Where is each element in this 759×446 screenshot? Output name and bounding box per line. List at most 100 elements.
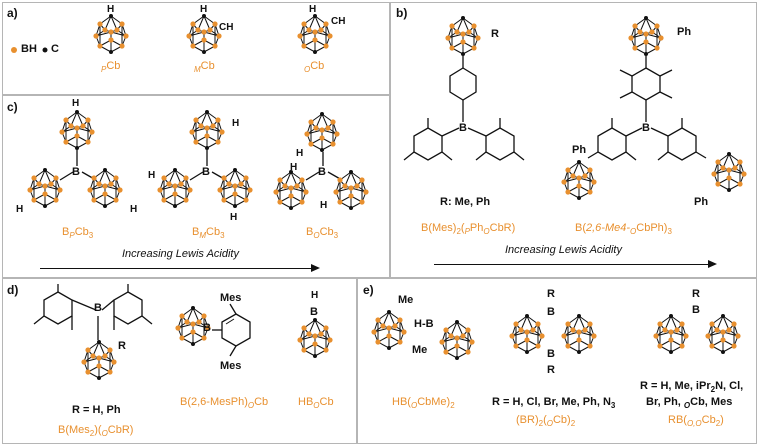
e-br-b-bottom: B xyxy=(547,348,555,360)
legend-c-dot xyxy=(42,47,48,53)
c-bp-right-h: H xyxy=(130,204,138,215)
c-bp-left-h: H xyxy=(16,204,24,215)
panel-a xyxy=(2,2,390,95)
b-right-ph-right: Ph xyxy=(694,196,709,208)
b-left-r: R xyxy=(491,28,499,40)
c-arrow-label: Increasing Lewis Acidity xyxy=(122,248,239,260)
ocb-name: OCb xyxy=(304,60,325,75)
panel-e xyxy=(357,278,757,444)
d-mesph-name: B(2,6-MesPh)OCb xyxy=(180,396,269,411)
d-hb-cage xyxy=(297,318,333,358)
c-bm-top-cage xyxy=(189,110,225,150)
d-mes-bottom: Mes xyxy=(220,360,242,372)
d-mes-top: Mes xyxy=(220,292,242,304)
c-bo-name: BOCb3 xyxy=(306,226,339,241)
b-right-structure xyxy=(587,56,707,161)
d-bmes2-boron: B xyxy=(94,302,102,314)
e-rb-caption-line1: R = H, Me, iPr2N, Cl, xyxy=(640,380,744,395)
c-bm-top-h: H xyxy=(232,118,240,129)
c-bp-top-cage xyxy=(59,110,95,150)
panel-d-label: d) xyxy=(7,283,19,297)
b-left-structure xyxy=(403,56,525,161)
c-bm-right-h: H xyxy=(230,212,238,223)
d-hb-h: H xyxy=(311,290,319,301)
e-br-name: (BR)2(OCb)2 xyxy=(516,414,576,429)
b-arrow-label: Increasing Lewis Acidity xyxy=(505,244,622,256)
c-arrow-head xyxy=(311,264,320,272)
b-left-boron: B xyxy=(459,122,467,134)
e-br-r-bottom: R xyxy=(547,364,555,376)
d-bmes2-name: B(Mes2)(OCbR) xyxy=(58,424,134,439)
e-br-caption: R = H, Cl, Br, Me, Ph, N3 xyxy=(492,396,616,411)
c-bp-top-h: H xyxy=(72,98,80,109)
e-br-b-top: B xyxy=(547,306,555,318)
b-right-name: B(2,6-Me4-OCbPh)3 xyxy=(575,222,672,237)
e-br-r-top: R xyxy=(547,288,555,300)
e-rb-right-cage xyxy=(705,314,741,354)
b-right-boron: B xyxy=(642,122,650,134)
panel-c-label: c) xyxy=(7,100,18,114)
d-hb-name: HBOCb xyxy=(298,396,334,411)
c-bm-name: BMCb3 xyxy=(192,226,225,241)
mcb-top-h: H xyxy=(200,4,208,15)
mcb-name: MCb xyxy=(194,60,215,75)
e-hb-right-cage xyxy=(439,320,475,360)
c-bp-name: BPCb3 xyxy=(62,226,94,241)
d-bmes2-r: R xyxy=(118,340,126,352)
ocb-ch-label: CH xyxy=(331,16,346,27)
panel-b xyxy=(390,2,757,278)
e-br-left-cage xyxy=(509,314,545,354)
c-bo-right-h: H xyxy=(320,200,328,211)
c-bm-left-h: H xyxy=(148,170,156,181)
b-right-left-cage xyxy=(561,160,597,200)
d-bmes2-cage xyxy=(81,340,117,380)
ocb-top-h: H xyxy=(309,4,317,15)
c-bm-left-cage xyxy=(157,168,193,208)
c-bo-top-cage xyxy=(304,112,340,152)
panel-e-label: e) xyxy=(363,283,374,297)
c-bo-top-h: H xyxy=(296,148,304,159)
e-me-top: Me xyxy=(398,294,414,306)
e-hb-name: HB(OCbMe)2 xyxy=(392,396,455,411)
b-right-top-cage xyxy=(628,16,664,56)
e-hb-label: H-B xyxy=(414,318,434,330)
legend-bh-dot xyxy=(11,47,17,53)
e-rb-caption-line2: Br, Ph, OCb, Mes xyxy=(646,396,733,411)
c-bo-left-cage xyxy=(273,170,309,210)
panel-c xyxy=(2,95,390,278)
d-r-caption: R = H, Ph xyxy=(72,404,121,416)
c-bp-right-cage xyxy=(87,168,123,208)
e-rb-r-top: R xyxy=(692,288,700,300)
mcb-ch-label: CH xyxy=(219,22,234,33)
b-right-ph-left: Ph xyxy=(572,144,587,156)
c-bp-left-cage xyxy=(27,168,63,208)
pcb-top-h: H xyxy=(107,4,115,15)
c-bo-right-cage xyxy=(333,170,369,210)
pcb-cage xyxy=(93,14,129,54)
mcb-cage xyxy=(186,14,222,54)
legend-bh-label: BH xyxy=(21,43,37,55)
b-right-right-cage xyxy=(711,152,747,192)
b-right-ph-top: Ph xyxy=(677,26,692,38)
pcb-name: PCb xyxy=(101,60,121,75)
c-bp-boron: B xyxy=(72,166,80,178)
d-mesph-cage xyxy=(175,306,211,346)
e-me-bottom: Me xyxy=(412,344,428,356)
b-left-cage xyxy=(445,16,481,56)
e-br-right-cage xyxy=(561,314,597,354)
c-arrow-line xyxy=(40,268,312,269)
e-rb-left-cage xyxy=(653,314,689,354)
e-rb-boron: B xyxy=(692,304,700,316)
panel-a-label: a) xyxy=(7,6,18,20)
panel-d xyxy=(2,278,357,444)
panel-b-label: b) xyxy=(396,6,408,20)
e-rb-name: RB(O,OCb2) xyxy=(668,414,724,429)
b-r-caption: R: Me, Ph xyxy=(440,196,491,208)
b-arrow-head xyxy=(708,260,717,268)
d-bmes2-structure xyxy=(33,284,153,340)
e-hb-left-cage xyxy=(371,310,407,350)
legend-c-label: C xyxy=(51,43,59,55)
ocb-cage xyxy=(297,14,333,54)
d-mesph-boron: B xyxy=(203,322,211,334)
c-bm-boron: B xyxy=(202,166,210,178)
